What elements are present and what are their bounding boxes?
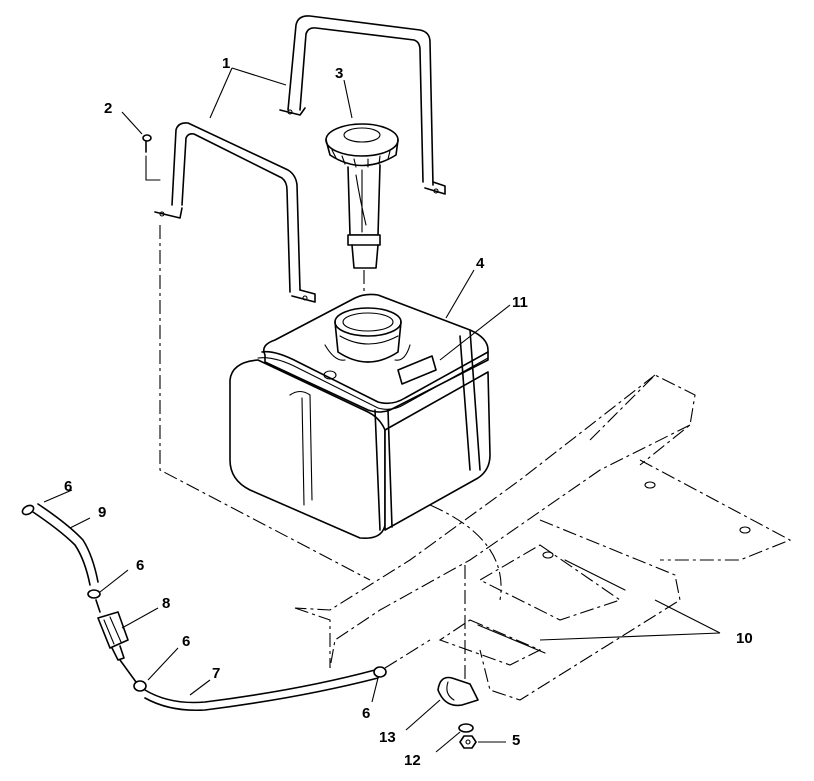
fuel-line-upper xyxy=(29,503,99,586)
hose-clamp-3 xyxy=(133,680,147,692)
leader-lines xyxy=(43,67,721,753)
callout-13: 13 xyxy=(379,729,396,746)
fuel-tank xyxy=(229,293,491,540)
hose-clamp-1 xyxy=(21,504,35,516)
callout-6-top: 6 xyxy=(64,478,72,495)
hose-clamp-4 xyxy=(373,639,431,678)
washer xyxy=(458,723,474,733)
strap-bolt xyxy=(142,134,161,181)
hose-clamp-2 xyxy=(87,589,101,613)
nut xyxy=(459,735,477,749)
tank-strap-rear xyxy=(279,15,446,195)
line-clip xyxy=(437,676,479,707)
callout-8: 8 xyxy=(162,595,170,612)
callout-10: 10 xyxy=(736,630,753,647)
callout-11: 11 xyxy=(512,294,528,311)
fuel-line-lower xyxy=(144,669,379,712)
callout-9: 9 xyxy=(98,504,106,521)
callout-3: 3 xyxy=(335,65,343,82)
frame-chassis xyxy=(159,225,792,701)
callout-5: 5 xyxy=(512,732,520,749)
callout-1: 1 xyxy=(222,55,230,72)
callout-4: 4 xyxy=(476,255,485,272)
callout-12: 12 xyxy=(404,752,421,769)
callout-6-mid: 6 xyxy=(136,557,144,574)
callout-6-lower: 6 xyxy=(182,633,190,650)
fuel-gauge-cap xyxy=(325,123,399,295)
callout-2: 2 xyxy=(104,100,112,117)
callout-7: 7 xyxy=(212,665,220,682)
tank-strap-front xyxy=(154,122,316,303)
callout-6-right: 6 xyxy=(362,705,370,722)
fuel-filter xyxy=(97,611,137,683)
